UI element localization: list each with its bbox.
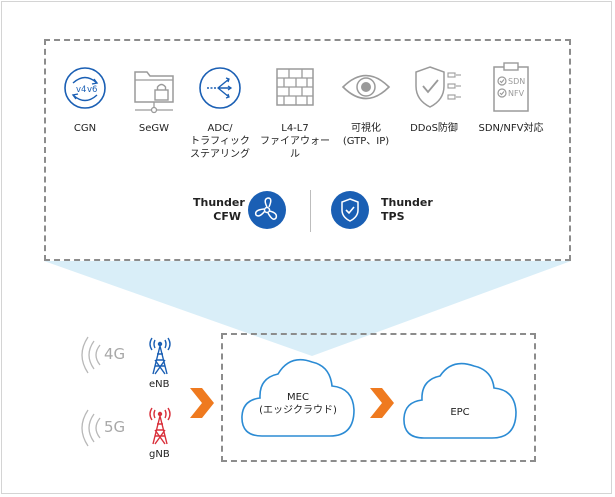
product-separator — [310, 190, 311, 232]
ipv6-label: v6 — [87, 85, 97, 95]
ipv4-ipv6-translation-icon: v4 v6 — [64, 67, 106, 109]
generation-5g-label: 5G — [104, 418, 126, 436]
chevron-right-icon — [370, 388, 394, 418]
feature-firewall-label: L4-L7 ファイアウォール — [260, 123, 330, 160]
traffic-steering-icon — [199, 67, 241, 109]
product-thunder-cfw-label: Thunder CFW — [193, 196, 245, 223]
enb-label: eNB — [149, 379, 170, 390]
folder-lock-icon — [134, 71, 174, 114]
shield-check-icon — [415, 66, 461, 108]
feature-segw-label: SeGW — [138, 123, 170, 134]
ipv4-label: v4 — [76, 85, 86, 95]
feature-sdn-nfv-label: SDN/NFV対応 — [478, 123, 544, 134]
product-thunder-tps-label: Thunder TPS — [381, 196, 433, 223]
chevron-right-icon — [190, 388, 214, 418]
gnb-label: gNB — [149, 449, 170, 460]
sdn-label: SDN — [508, 77, 525, 86]
mec-cloud-icon — [241, 358, 355, 437]
clipboard-checklist-icon: SDN NFV — [493, 62, 529, 112]
epc-cloud-icon — [403, 362, 517, 439]
eye-icon — [341, 74, 391, 100]
radio-waves-4g-icon — [81, 336, 101, 374]
epc-cloud-label: EPC — [450, 407, 470, 418]
mec-region — [221, 333, 536, 462]
tps-shield-icon — [331, 191, 369, 229]
feature-adc-label: ADC/ トラフィック ステアリング — [190, 123, 250, 160]
mec-cloud-label: MEC (エッジクラウド) — [259, 392, 337, 416]
enb-tower-icon — [149, 337, 171, 375]
fan-icon — [248, 191, 286, 229]
feature-ddos-label: DDoS防御 — [410, 123, 458, 134]
radio-waves-5g-icon — [81, 409, 101, 447]
generation-4g-label: 4G — [104, 345, 126, 363]
feature-panel — [44, 39, 571, 261]
firewall-icon — [276, 68, 314, 106]
feature-visibility-label: 可視化 (GTP、IP) — [342, 123, 390, 147]
gnb-tower-icon — [149, 407, 171, 445]
nfv-label: NFV — [508, 89, 525, 98]
feature-cgn-label: CGN — [73, 123, 97, 134]
